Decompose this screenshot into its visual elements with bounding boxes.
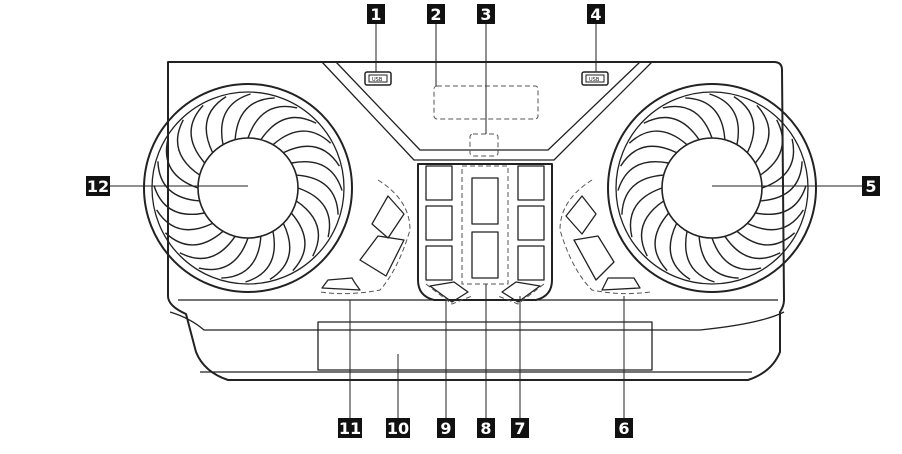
fan-blade	[669, 223, 691, 280]
fan-blade	[629, 187, 663, 238]
fan-blade	[621, 174, 664, 215]
fan-blade	[654, 212, 670, 272]
callout-7: 7	[511, 418, 529, 438]
fan-blade	[297, 187, 331, 238]
fan-blade	[165, 138, 199, 189]
fan-blade	[234, 97, 275, 140]
right-woofer-fan	[607, 83, 817, 293]
fan-blade	[733, 96, 755, 153]
speaker-body	[167, 61, 785, 381]
svg-text:6: 6	[618, 419, 629, 438]
fan-blade	[290, 212, 306, 272]
fan-blade	[709, 93, 739, 145]
fan-blade	[761, 138, 795, 189]
svg-text:4: 4	[590, 5, 601, 24]
fan-blade	[736, 230, 796, 246]
left-fan-blades	[153, 93, 343, 283]
callout-12: 12	[86, 176, 110, 196]
fan-blade	[640, 200, 665, 257]
callout-11: 11	[338, 418, 362, 438]
fan-blade	[760, 161, 803, 202]
svg-text:5: 5	[865, 177, 876, 196]
left-woofer-fan	[143, 83, 353, 293]
fan-blade	[190, 104, 206, 164]
fan-blade	[164, 230, 224, 246]
callout-10: 10	[386, 418, 410, 438]
fan-blade	[662, 105, 713, 139]
fan-blade	[269, 223, 291, 280]
usb-port-left: USB	[364, 71, 392, 86]
fan-blade	[617, 161, 669, 191]
remote-sensor	[469, 133, 499, 157]
fan-blade	[283, 145, 340, 167]
fan-blade	[153, 185, 205, 215]
fan-blade	[176, 119, 201, 176]
callout-3: 3	[477, 4, 495, 24]
left-side-buttons	[319, 179, 411, 295]
fan-blade	[156, 209, 213, 231]
fan-blade	[272, 130, 332, 146]
svg-text:7: 7	[514, 419, 525, 438]
fan-blade	[754, 104, 770, 164]
fan-blade	[643, 116, 700, 141]
svg-text:10: 10	[387, 419, 409, 438]
svg-text:9: 9	[440, 419, 451, 438]
fan-blade	[205, 96, 227, 153]
callout-4: 4	[587, 4, 605, 24]
fan-blade	[221, 236, 262, 279]
fan-blade	[157, 161, 200, 202]
usb-label-left: USB	[372, 77, 383, 83]
fan-blade	[296, 174, 339, 215]
callout-1: 1	[367, 4, 385, 24]
fan-blade	[759, 119, 784, 176]
right-side-buttons	[559, 179, 651, 295]
svg-text:8: 8	[480, 419, 491, 438]
fan-blade	[724, 235, 781, 260]
fan-blade	[628, 130, 688, 146]
fan-blade	[198, 237, 249, 271]
svg-text:1: 1	[370, 5, 381, 24]
callout-5: 5	[862, 176, 880, 196]
callout-9: 9	[437, 418, 455, 438]
fan-blade	[221, 93, 251, 145]
callout-6: 6	[615, 418, 633, 438]
center-control-panel	[417, 163, 553, 305]
fan-blade	[295, 200, 320, 257]
callout-2: 2	[427, 4, 445, 24]
svg-text:11: 11	[339, 419, 361, 438]
fan-blade	[247, 105, 298, 139]
fan-blade	[291, 161, 343, 191]
svg-text:12: 12	[87, 177, 109, 196]
leader-lines	[102, 22, 862, 418]
fan-blade	[711, 237, 762, 271]
fan-blade	[179, 235, 236, 260]
fan-blade	[245, 231, 275, 283]
fan-blade	[698, 236, 739, 279]
fan-blade	[620, 145, 677, 167]
fan-blade	[685, 231, 715, 283]
fan-blade	[755, 185, 807, 215]
usb-port-right: USB	[581, 71, 609, 86]
usb-label-right: USB	[589, 77, 600, 83]
svg-text:2: 2	[430, 5, 441, 24]
svg-text:3: 3	[480, 5, 491, 24]
fan-blade	[260, 116, 317, 141]
fan-blade	[685, 97, 726, 140]
right-fan-blades	[617, 93, 807, 283]
callout-badges: 1 2 3 4 5 6 7 8	[86, 4, 880, 438]
callout-8: 8	[477, 418, 495, 438]
display-window	[317, 321, 653, 371]
fan-blade	[747, 209, 804, 231]
